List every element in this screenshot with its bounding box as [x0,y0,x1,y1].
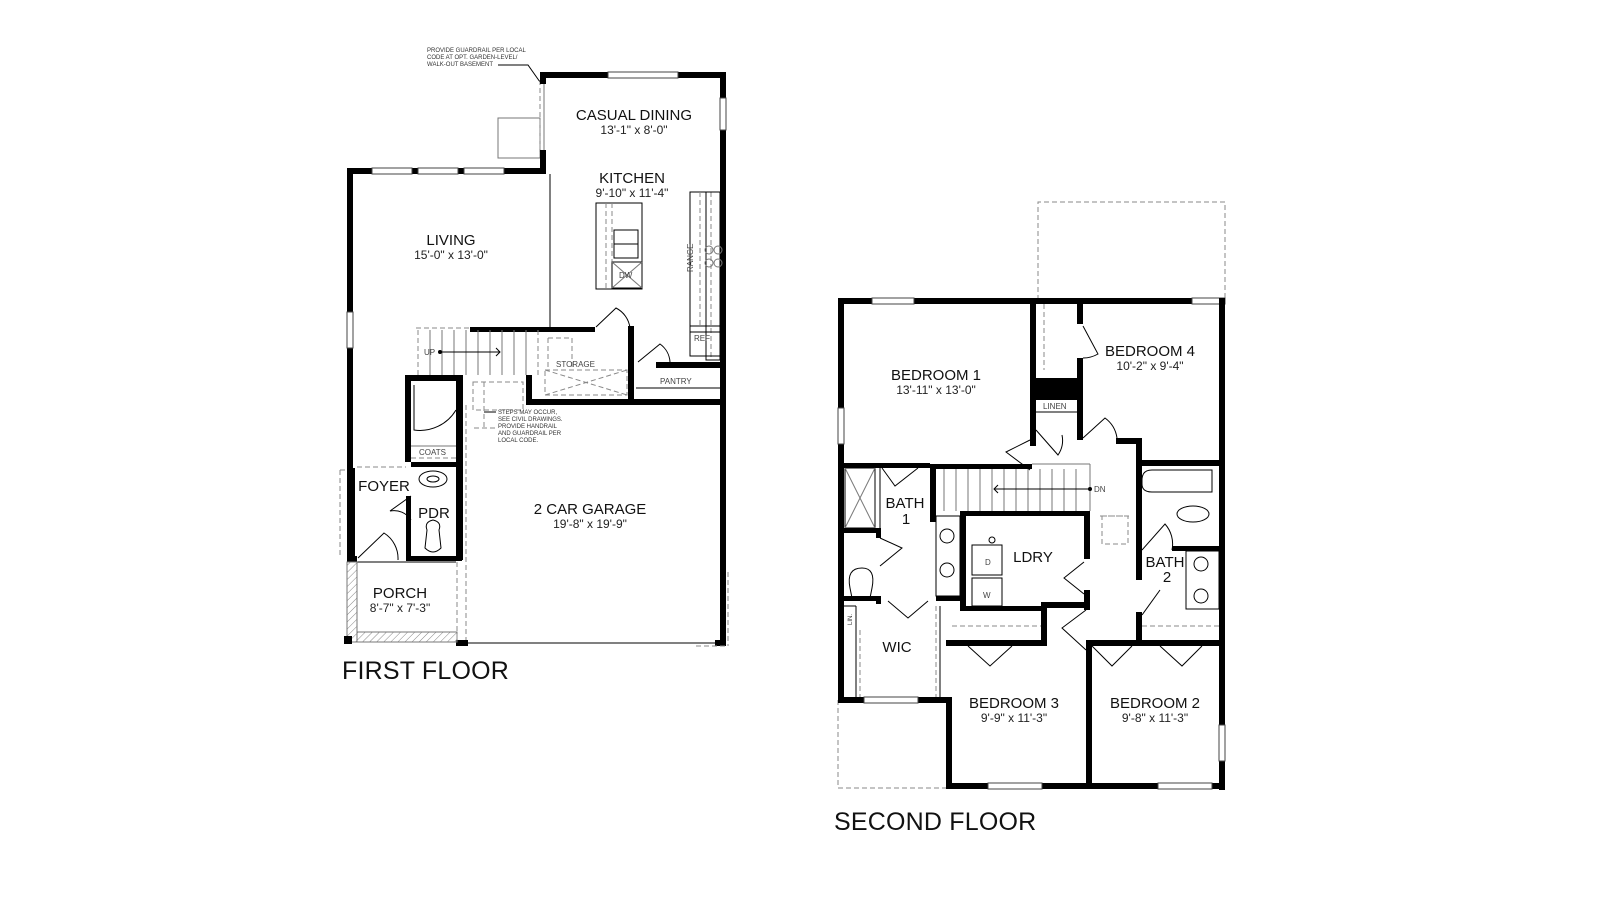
svg-text:2: 2 [1163,569,1171,586]
svg-text:19'-8" x 19'-9": 19'-8" x 19'-9" [553,517,627,531]
svg-text:CODE AT OPT. GARDEN-LEVEL/: CODE AT OPT. GARDEN-LEVEL/ [427,55,518,61]
svg-text:BEDROOM 2: BEDROOM 2 [1110,695,1200,712]
svg-text:2 CAR GARAGE: 2 CAR GARAGE [534,501,647,518]
svg-text:PROVIDE GUARDRAIL PER LOCAL: PROVIDE GUARDRAIL PER LOCAL [427,48,526,54]
svg-text:STEPS MAY OCCUR,: STEPS MAY OCCUR, [498,410,557,416]
steps-note: STEPS MAY OCCUR, SEE CIVIL DRAWINGS. PRO… [484,410,563,444]
coats-label: COATS [419,448,446,457]
second-floor-plan: LINEN BATH 2 [837,201,1226,790]
second-floor-title: SECOND FLOOR [834,808,1037,836]
svg-text:BATH: BATH [1146,554,1185,571]
guardrail-note: PROVIDE GUARDRAIL PER LOCAL CODE AT OPT.… [427,48,541,83]
room-bedroom-2: BEDROOM 2 9'-8" x 11'-3" [1110,695,1200,725]
svg-text:LOCAL CODE.: LOCAL CODE. [498,438,538,444]
svg-text:9'-9" x 11'-3": 9'-9" x 11'-3" [981,711,1047,725]
room-kitchen: KITCHEN 9'-10" x 11'-4" [596,170,669,200]
room-garage: 2 CAR GARAGE 19'-8" x 19'-9" [534,501,647,531]
svg-text:BATH: BATH [886,495,925,512]
dishwasher-label: DW [619,271,633,280]
svg-text:PROVIDE HANDRAIL: PROVIDE HANDRAIL [498,424,558,430]
svg-text:SEE CIVIL DRAWINGS.: SEE CIVIL DRAWINGS. [498,417,563,423]
svg-text:BEDROOM 3: BEDROOM 3 [969,695,1059,712]
room-bath-2: BATH 2 [1146,554,1185,586]
washer-label: W [983,591,991,600]
refrigerator-label: REF [694,334,710,343]
first-floor-stairs: UP [417,330,573,375]
svg-text:PORCH: PORCH [373,585,427,602]
svg-text:1: 1 [902,511,910,528]
svg-text:13'-1" x 8'-0": 13'-1" x 8'-0" [600,123,667,137]
first-floor-title: FIRST FLOOR [342,657,510,685]
room-casual-dining: CASUAL DINING 13'-1" x 8'-0" [576,107,692,137]
room-bedroom-1: BEDROOM 1 13'-11" x 13'-0" [891,367,981,397]
second-floor-stairs: DN [943,463,1106,511]
svg-text:BEDROOM 1: BEDROOM 1 [891,367,981,384]
dryer-label: D [985,558,991,567]
svg-text:15'-0" x 13'-0": 15'-0" x 13'-0" [414,248,488,262]
room-foyer: FOYER [358,478,410,495]
first-floor-plan: PROVIDE GUARDRAIL PER LOCAL CODE AT OPT.… [339,48,729,647]
svg-text:AND GUARDRAIL PER: AND GUARDRAIL PER [498,431,562,437]
svg-text:KITCHEN: KITCHEN [599,170,665,187]
room-living: LIVING 15'-0" x 13'-0" [414,232,488,262]
svg-text:13'-11" x 13'-0": 13'-11" x 13'-0" [896,383,976,397]
room-laundry: LDRY [1013,549,1053,566]
storage-label: STORAGE [556,360,595,369]
linen-label: LINEN [1043,402,1067,411]
room-porch: PORCH 8'-7" x 7'-3" [370,585,430,615]
room-bedroom-3: BEDROOM 3 9'-9" x 11'-3" [969,695,1059,725]
svg-text:WALK-OUT BASEMENT: WALK-OUT BASEMENT [427,62,493,68]
svg-text:10'-2" x 9'-4": 10'-2" x 9'-4" [1116,359,1183,373]
stair-down-label: DN [1094,485,1106,494]
stair-up-label: UP [424,348,435,357]
room-powder: PDR [418,505,450,522]
svg-text:LIVING: LIVING [426,232,475,249]
pantry-label: PANTRY [660,377,692,386]
room-bath-1: BATH 1 [886,495,925,528]
svg-text:9'-10" x 11'-4": 9'-10" x 11'-4" [596,186,669,200]
room-bedroom-4: BEDROOM 4 10'-2" x 9'-4" [1105,343,1195,373]
range-label: RANGE [686,244,695,272]
svg-text:8'-7" x 7'-3": 8'-7" x 7'-3" [370,601,430,615]
room-wic: WIC [882,639,911,656]
svg-text:9'-8" x 11'-3": 9'-8" x 11'-3" [1122,711,1188,725]
svg-text:BEDROOM 4: BEDROOM 4 [1105,343,1195,360]
svg-text:CASUAL DINING: CASUAL DINING [576,107,692,124]
lin-label: LIN. [848,614,854,625]
